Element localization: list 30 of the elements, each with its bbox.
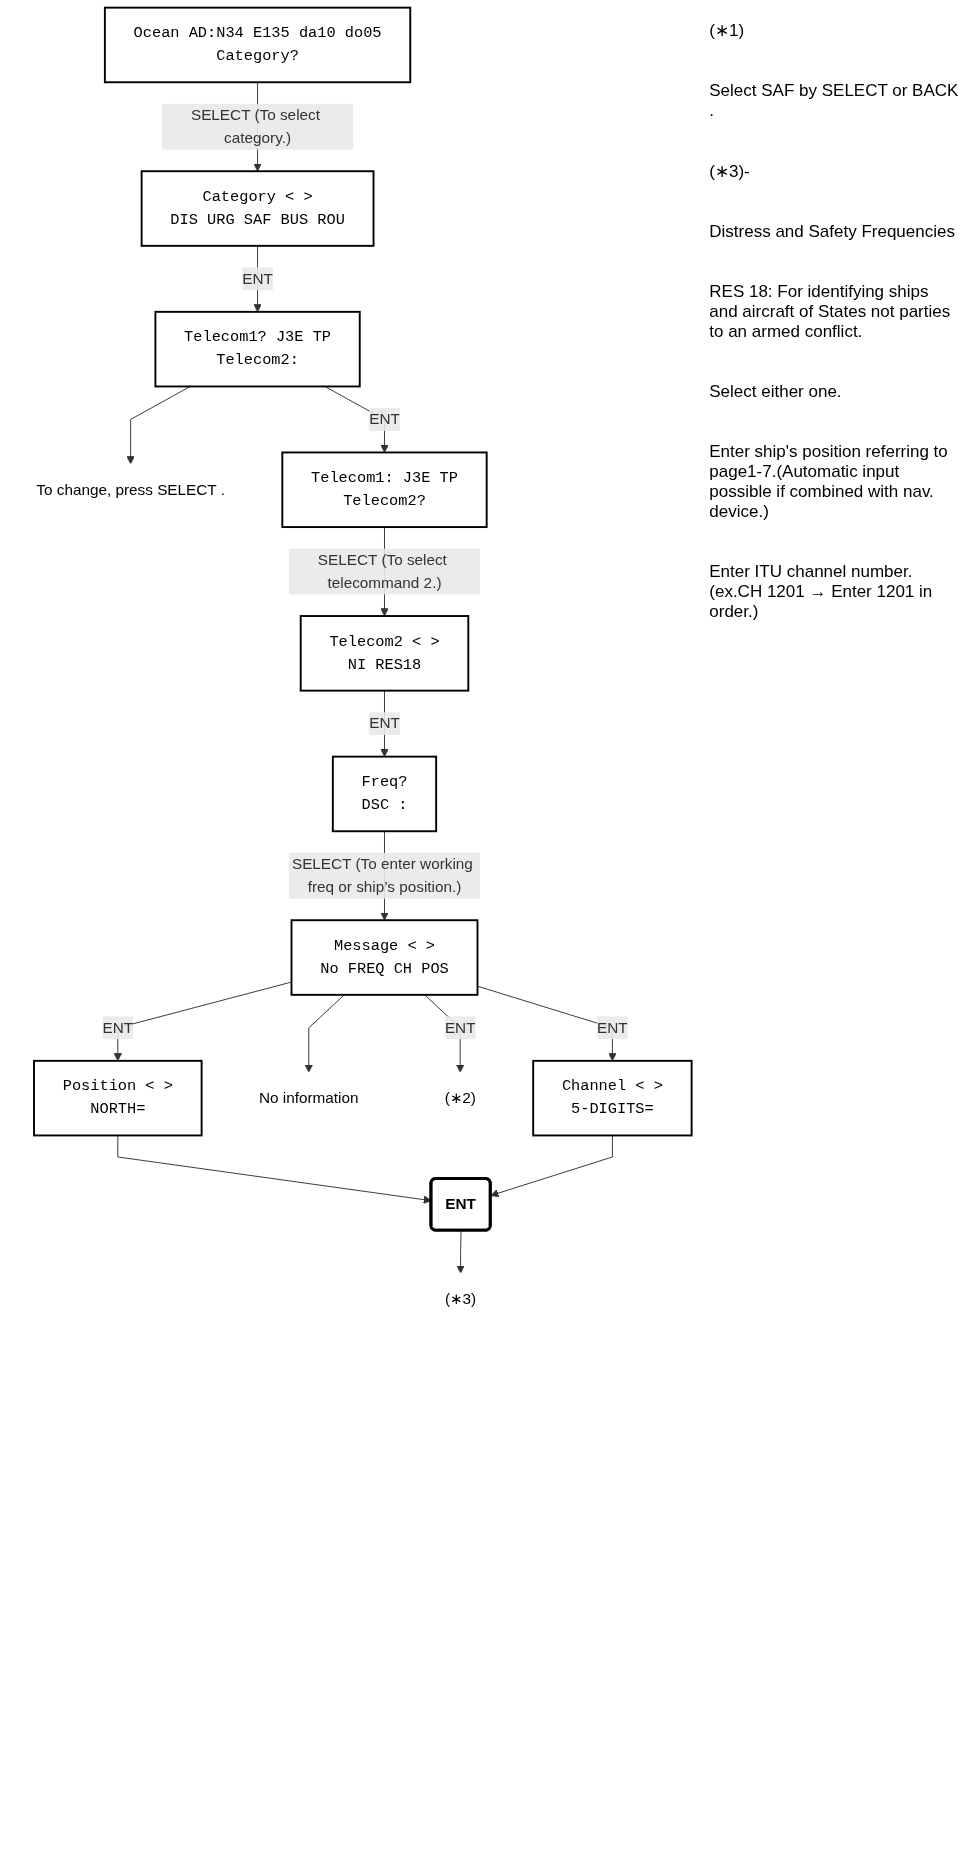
node-box: Position < > NORTH= xyxy=(33,1059,203,1137)
edge-label: ENT xyxy=(369,715,400,732)
note-text: Enter ITU channel number. (ex.CH 1201 → Enter 1201 in order.) xyxy=(709,562,934,622)
node-box: Message < > No FREQ CH POS xyxy=(290,919,479,996)
note-text: (∗3)- xyxy=(709,161,751,182)
node-box: Telecom1? J3E TP Telecom2: xyxy=(154,310,361,388)
note-text: Select SAF by SELECT or BACK . xyxy=(709,81,959,121)
edge-label: ENT xyxy=(369,410,400,428)
edge-label: SELECT (To select category.) xyxy=(190,106,320,146)
node-box: Category < > DIS URG SAF BUS ROU xyxy=(140,170,375,247)
edge-label: ENT xyxy=(242,270,273,287)
edge-label: SELECT (To select telecommand 2.) xyxy=(317,551,447,591)
edge-label: ENT xyxy=(444,1019,476,1036)
node-text: To change, press SELECT . xyxy=(36,481,225,498)
edge-label: ENT xyxy=(597,1019,628,1036)
node-text: No information xyxy=(259,1089,359,1106)
note-text: Distress and Safety Frequencies xyxy=(709,222,956,242)
note-text: (∗1) xyxy=(709,20,746,41)
node-text: (∗3) xyxy=(445,1290,477,1307)
node-box: Freq? DSC : xyxy=(331,755,438,833)
note-text: RES 18: For identifying ships and aircraft of States not parties to an armed conflict. xyxy=(709,282,952,342)
node-box: Channel < > 5-DIGITS= xyxy=(532,1059,693,1137)
node-box: Ocean AD:N34 E135 da10 do05 Category? xyxy=(103,6,412,84)
note-text: Enter ship's position referring to page1-7.(Automatic input possible if combined with nav. device.) xyxy=(709,442,949,522)
edge-label: ENT xyxy=(102,1019,134,1036)
node-box: Telecom2 < > NI RES18 xyxy=(299,615,470,692)
note-text: Select either one. xyxy=(709,382,843,402)
edge-label: SELECT (To enter working freq or ship’s position.) xyxy=(291,855,473,895)
node-box: Telecom1: J3E TP Telecom2? xyxy=(281,451,488,529)
node-text: (∗2) xyxy=(444,1089,476,1106)
